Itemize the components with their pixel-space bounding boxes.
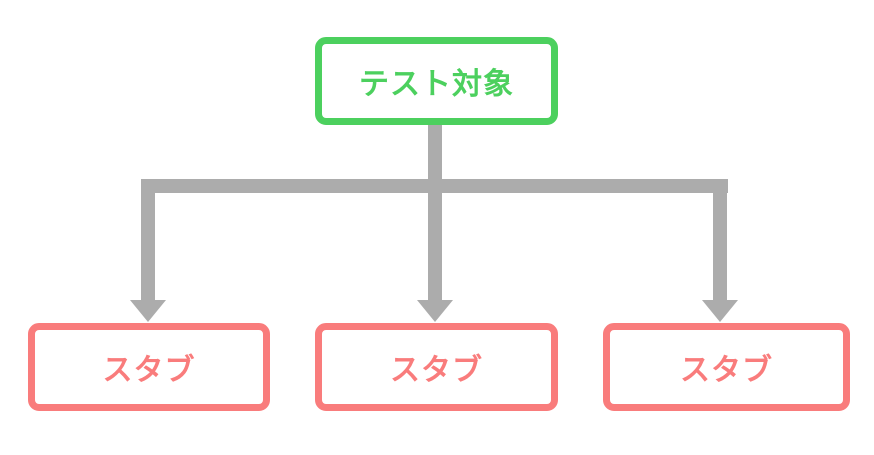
- arrow-down-icon-center: [417, 300, 453, 322]
- stub-label-1: スタブ: [102, 354, 196, 387]
- stub-label-2: スタブ: [390, 354, 483, 387]
- arrow-down-icon-left: [130, 300, 166, 322]
- connector-horizontal: [141, 179, 728, 193]
- connector-right-branch: [713, 179, 727, 301]
- stub-box-2: スタブ: [315, 323, 558, 411]
- connector-left-branch: [141, 179, 155, 301]
- stub-label-3: スタブ: [680, 354, 773, 387]
- test-target-label: テスト対象: [359, 68, 514, 101]
- connector-center-stem: [428, 125, 442, 301]
- stub-box-1: スタブ: [28, 323, 270, 411]
- test-target-box: テスト対象: [315, 37, 558, 125]
- arrow-down-icon-right: [702, 300, 738, 322]
- stub-box-3: スタブ: [603, 323, 850, 411]
